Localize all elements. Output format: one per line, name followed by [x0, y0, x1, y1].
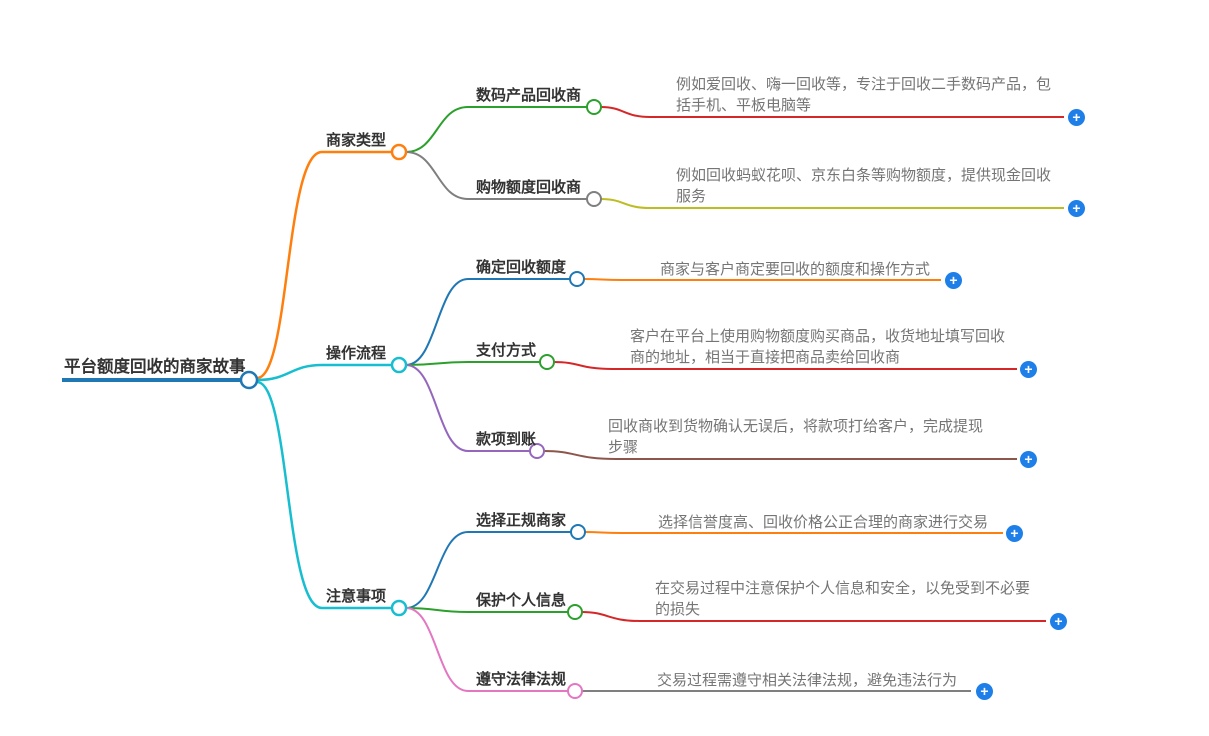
node-label-obey-law[interactable]: 遵守法律法规 [476, 671, 567, 688]
edge-obey-law [405, 607, 469, 692]
edge-confirm-quota [405, 278, 469, 366]
obey-law-toggle[interactable] [567, 683, 583, 699]
quota-desc-line [600, 198, 1064, 209]
digital-recycler-toggle[interactable] [586, 99, 602, 115]
node-label-funds-arrival[interactable]: 款项到账 [476, 431, 537, 448]
funds-desc-line [543, 450, 1017, 460]
add-node-button-funds[interactable]: + [1020, 451, 1037, 468]
desc-obey-law[interactable]: 交易过程需遵守相关法律法规，避免违法行为 [657, 672, 958, 689]
add-node-button-payment[interactable]: + [1020, 361, 1037, 378]
node-label-choose-legit[interactable]: 选择正规商家 [476, 512, 567, 529]
plus-icon: + [949, 272, 958, 288]
add-node-button-protect[interactable]: + [1050, 613, 1067, 630]
desc-payment-method[interactable]: 客户在平台上使用购物额度购买商品，收货地址填写回收商的地址，相当于直接把商品卖给… [630, 328, 1006, 366]
merchant-types-toggle[interactable] [390, 143, 408, 161]
node-label-digital-recycler[interactable]: 数码产品回收商 [476, 87, 582, 104]
desc-quota-recycler[interactable]: 例如回收蚂蚁花呗、京东白条等购物额度，提供现金回收服务 [676, 167, 1052, 205]
add-node-button-quota[interactable]: + [1068, 200, 1085, 217]
operation-flow-toggle[interactable] [390, 356, 408, 374]
digital-desc-line [600, 106, 1064, 118]
edge-choose-legit [405, 531, 469, 609]
plus-icon: + [980, 683, 989, 699]
add-node-button-choose[interactable]: + [1006, 525, 1023, 542]
edge-funds-arrival [405, 364, 469, 452]
desc-choose-legit[interactable]: 选择信誉度高、回收价格公正合理的商家进行交易 [658, 514, 989, 531]
plus-icon: + [1054, 613, 1063, 629]
add-node-button-digital[interactable]: + [1068, 109, 1085, 126]
plus-icon: + [1072, 200, 1081, 216]
desc-protect-info[interactable]: 在交易过程中注意保护个人信息和安全，以免受到不必要的损失 [655, 580, 1031, 618]
root-node-label[interactable]: 平台额度回收的商家故事 [64, 358, 246, 376]
branch-label-merchant-types[interactable]: 商家类型 [326, 132, 387, 149]
confirm-quota-toggle[interactable] [569, 271, 585, 287]
choose-desc-line [584, 531, 1003, 534]
add-node-button-law[interactable]: + [976, 683, 993, 700]
payment-method-toggle[interactable] [539, 354, 555, 370]
choose-legit-toggle[interactable] [570, 524, 586, 540]
edge-root-merchant-types [256, 150, 323, 380]
node-label-payment-method[interactable]: 支付方式 [476, 342, 537, 359]
edge-quota-recycler [405, 151, 469, 200]
root-node-toggle[interactable] [239, 370, 259, 390]
plus-icon: + [1024, 361, 1033, 377]
node-label-quota-recycler[interactable]: 购物额度回收商 [476, 179, 582, 196]
precautions-toggle[interactable] [390, 599, 408, 617]
edge-protect-info [405, 607, 469, 613]
funds-arrival-toggle[interactable] [529, 443, 545, 459]
edge-digital-recycler [405, 106, 469, 153]
add-node-button-confirm[interactable]: + [945, 272, 962, 289]
node-label-protect-info[interactable]: 保护个人信息 [476, 592, 567, 609]
branch-label-operation-flow[interactable]: 操作流程 [326, 345, 387, 362]
edge-payment-method [405, 361, 469, 366]
edge-root-precautions [256, 380, 323, 610]
quota-recycler-toggle[interactable] [586, 191, 602, 207]
edge-root-operation-flow [256, 363, 323, 382]
confirm-desc-line [583, 278, 941, 281]
plus-icon: + [1024, 451, 1033, 467]
payment-desc-line [553, 361, 1017, 370]
desc-confirm-quota[interactable]: 商家与客户商定要回收的额度和操作方式 [660, 261, 931, 278]
plus-icon: + [1010, 525, 1019, 541]
node-label-confirm-quota[interactable]: 确定回收额度 [476, 259, 567, 276]
protect-info-toggle[interactable] [567, 604, 583, 620]
desc-digital-recycler[interactable]: 例如爱回收、嗨一回收等，专注于回收二手数码产品，包括手机、平板电脑等 [676, 76, 1052, 114]
plus-icon: + [1072, 109, 1081, 125]
desc-funds-arrival[interactable]: 回收商收到货物确认无误后，将款项打给客户，完成提现步骤 [608, 418, 984, 456]
protect-desc-line [581, 611, 1046, 622]
branch-label-precautions[interactable]: 注意事项 [326, 588, 387, 605]
